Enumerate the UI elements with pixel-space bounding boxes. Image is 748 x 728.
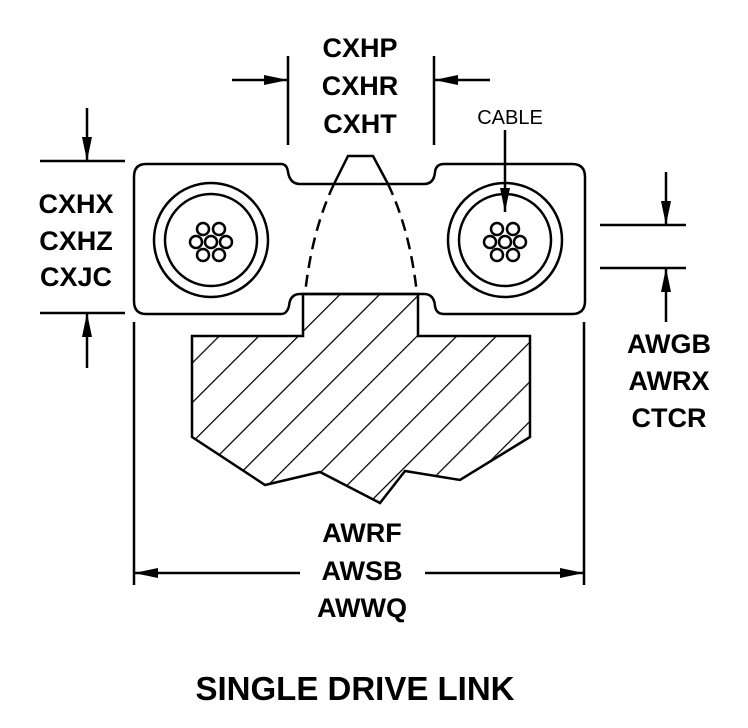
sprocket-tooth <box>332 154 390 185</box>
bottom-dimension: AWRF AWSB AWWQ <box>132 322 586 623</box>
bottom-dimension-code-2: AWSB <box>322 556 403 586</box>
link-plate-outline <box>132 162 587 316</box>
sprocket-tooth-hidden-right <box>386 183 419 295</box>
bottom-dimension-code-1: AWRF <box>322 518 401 548</box>
diagram-title: SINGLE DRIVE LINK <box>195 670 514 707</box>
sprocket-tooth-hidden-left <box>303 183 336 295</box>
right-dimension-code-1: AWGB <box>627 329 711 359</box>
left-dimension-code-2: CXHZ <box>39 226 113 256</box>
drive-lug-section <box>190 292 532 505</box>
top-dimension-code-1: CXHP <box>322 33 397 63</box>
left-dimension-code-3: CXJC <box>40 262 112 292</box>
top-dimension-code-2: CXHR <box>322 71 399 101</box>
bottom-dimension-code-3: AWWQ <box>317 593 407 623</box>
cable-callout: CABLE <box>477 107 543 212</box>
cable-label: CABLE <box>477 107 543 129</box>
cable-boss-left <box>152 181 270 299</box>
left-dimension-code-1: CXHX <box>38 189 113 219</box>
right-dimension: AWGB AWRX CTCR <box>600 172 711 433</box>
right-dimension-code-3: CTCR <box>632 403 707 433</box>
left-dimension: CXHX CXHZ CXJC <box>38 108 125 368</box>
top-dimension: CXHP CXHR CXHT <box>232 33 490 145</box>
top-dimension-code-3: CXHT <box>323 109 397 139</box>
right-dimension-code-2: AWRX <box>629 366 710 396</box>
